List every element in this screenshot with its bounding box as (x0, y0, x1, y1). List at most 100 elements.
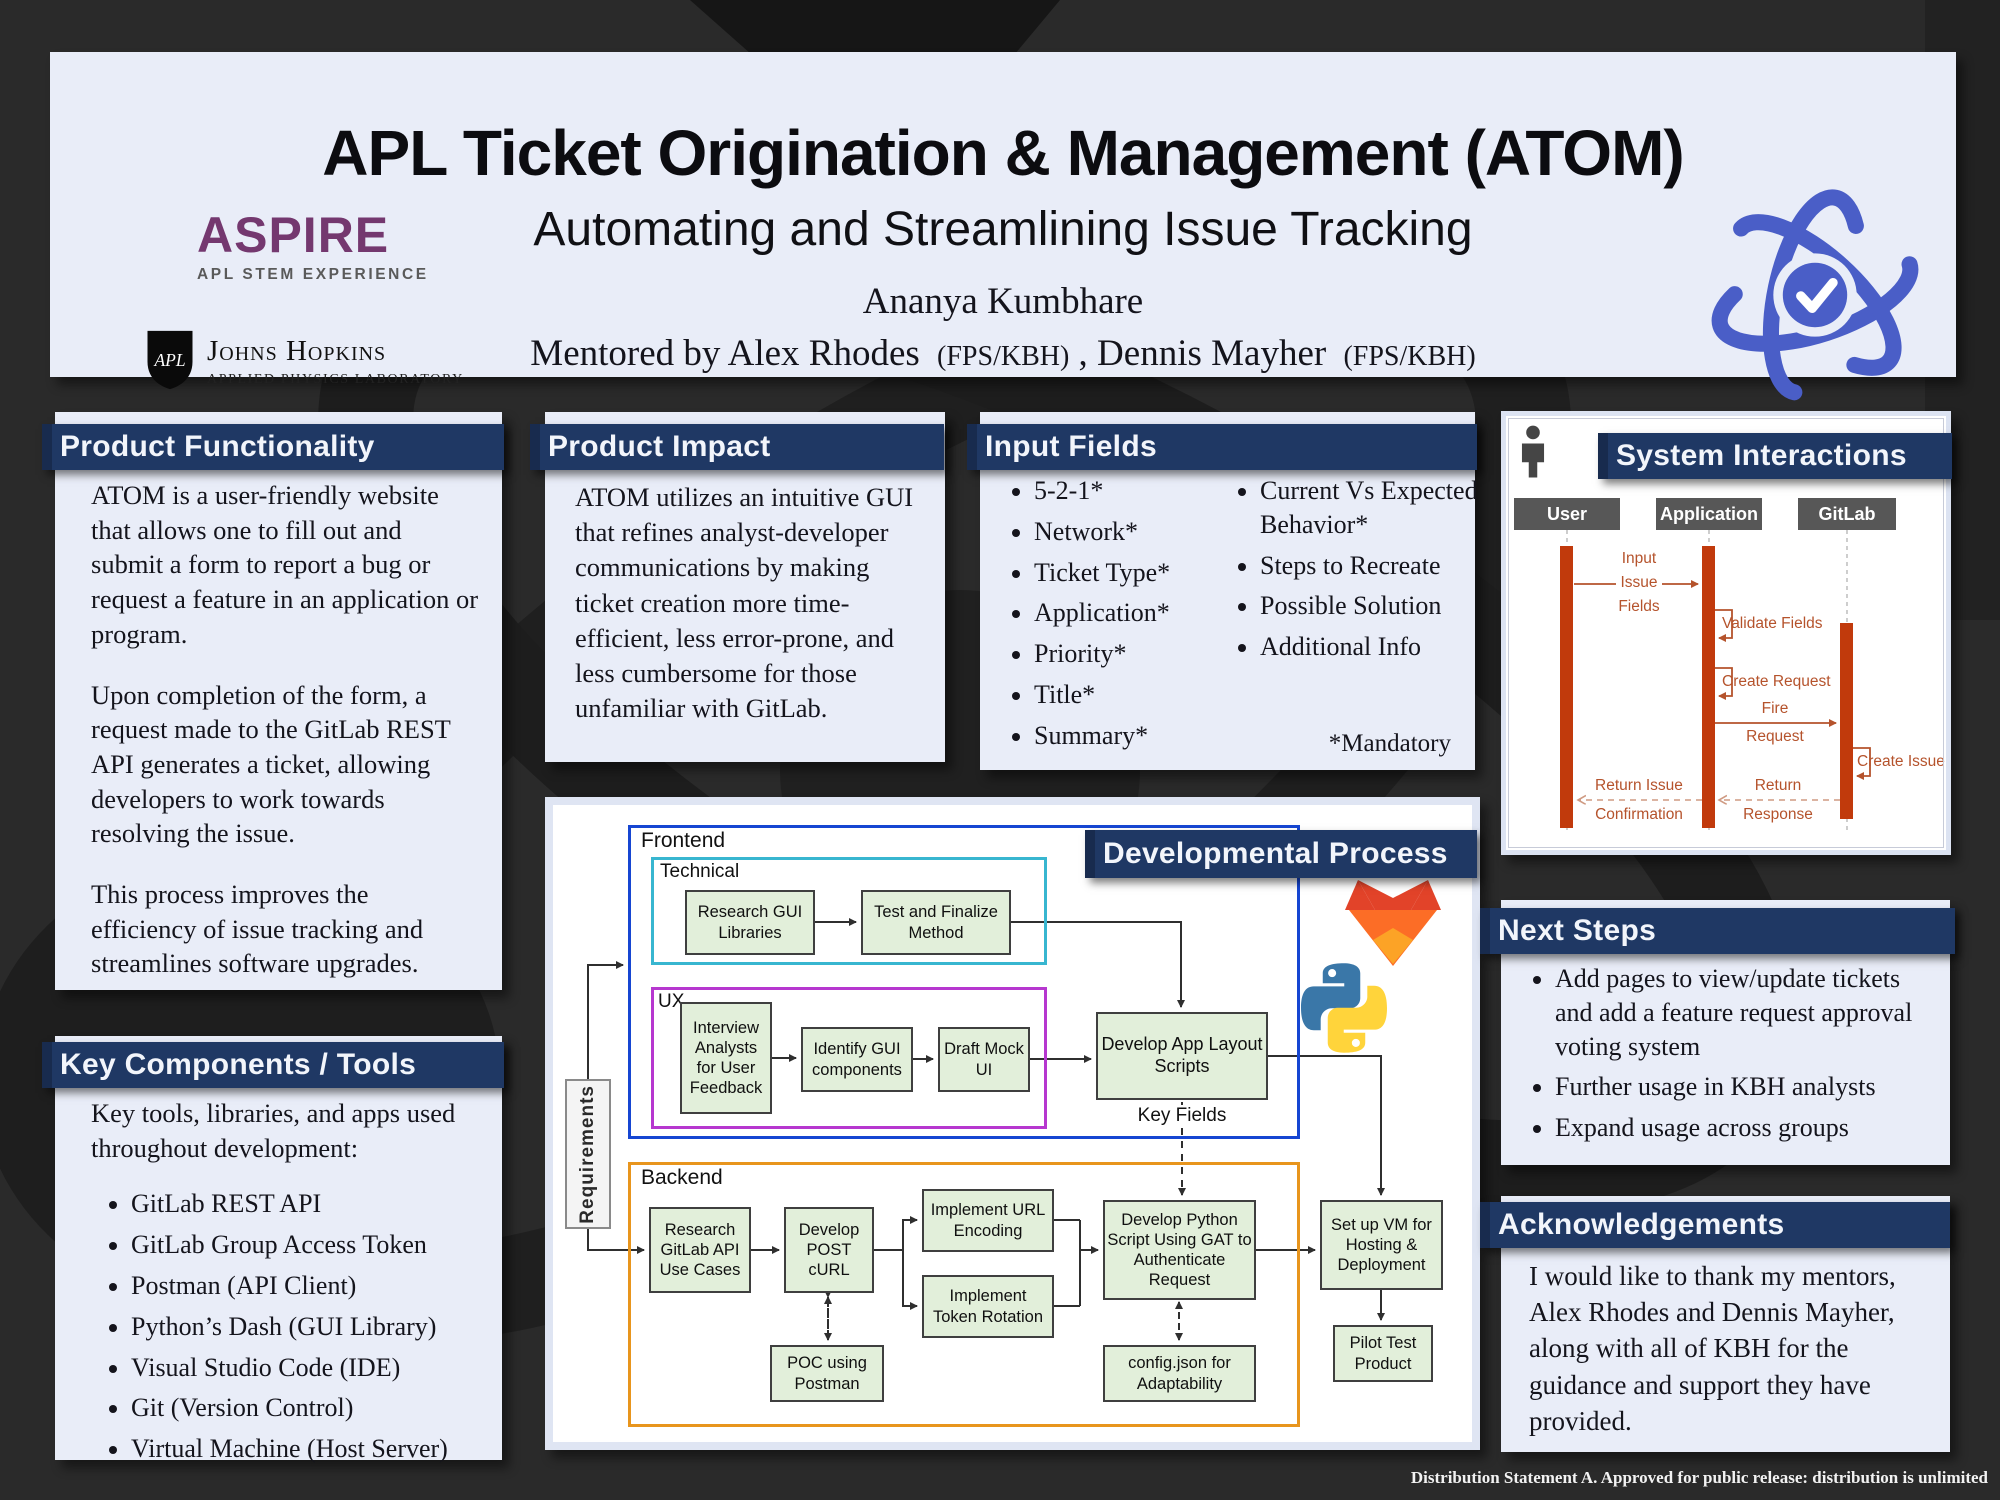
flow-box-research-gui-libraries: Research GUI Libraries (685, 890, 815, 955)
section-header-next-steps: Next Steps (1480, 908, 1955, 954)
activation-bar-gitlab (1840, 623, 1853, 819)
section-title: Acknowledgements (1498, 1208, 1785, 1241)
flow-box-develop-python-script: Develop Python Script Using GAT to Authe… (1103, 1200, 1256, 1300)
section-header-product-functionality: Product Functionality (42, 424, 504, 470)
list-item: Possible Solution (1260, 589, 1510, 623)
flow-box-research-gitlab-api: Research GitLab API Use Cases (649, 1207, 751, 1293)
input-fields-panel: 5-2-1* Network* Ticket Type* Application… (980, 412, 1478, 770)
list-item: Expand usage across groups (1555, 1111, 1938, 1145)
mentors-line: Mentored by Alex Rhodes (FPS/KBH) , Denn… (50, 332, 1956, 375)
msg-return-response-line1: Return (1754, 777, 1802, 794)
list-item: Git (Version Control) (131, 1391, 482, 1425)
msg-validate-fields: Validate Fields (1722, 615, 1823, 632)
flow-box-pilot-test: Pilot Test Product (1333, 1325, 1433, 1382)
aspire-logo-text: ASPIRE (197, 207, 390, 263)
gitlab-logo-icon (1345, 880, 1441, 966)
msg-return-response-line2: Response (1743, 806, 1813, 823)
section-header-acknowledgements: Acknowledgements (1480, 1202, 1950, 1248)
flow-box-draft-mock-ui: Draft Mock UI (938, 1027, 1030, 1092)
jhu-name-text: Johns Hopkins (207, 335, 387, 367)
msg-fire-line1: Fire (1761, 700, 1789, 717)
section-title: System Interactions (1616, 439, 1907, 472)
msg-return-confirm-line1: Return Issue (1595, 777, 1683, 794)
aspire-logo: ASPIRE APL STEM EXPERIENCE (197, 210, 429, 284)
list-item: Ticket Type* (1034, 556, 1249, 590)
list-item: Additional Info (1260, 630, 1510, 664)
pf-paragraph-3: This process improves the efficiency of … (91, 879, 424, 979)
python-logo-icon (1301, 963, 1387, 1053)
section-header-developmental-process: Developmental Process (1085, 830, 1477, 878)
msg-fire-line2: Request (1746, 728, 1804, 745)
list-item: Current Vs Expected Behavior* (1260, 474, 1510, 542)
actor-user: User (1514, 498, 1620, 530)
section-title: Key Components / Tools (60, 1048, 417, 1081)
list-item: Add pages to view/update tickets and add… (1555, 962, 1938, 1063)
mentors-text-1: Mentored by Alex Rhodes (530, 333, 920, 374)
list-item: GitLab Group Access Token (131, 1228, 482, 1262)
list-item: Virtual Machine (Host Server) (131, 1432, 482, 1466)
backend-label: Backend (641, 1166, 723, 1189)
list-item: GitLab REST API (131, 1187, 482, 1221)
input-fields-column-1: 5-2-1* Network* Ticket Type* Application… (994, 474, 1249, 760)
list-item: Summary* (1034, 719, 1249, 753)
list-item: Postman (API Client) (131, 1269, 482, 1303)
technical-label: Technical (660, 861, 740, 882)
poster-title: APL Ticket Origination & Management (ATO… (322, 117, 1684, 189)
list-item: Steps to Recreate (1260, 549, 1510, 583)
flow-box-identify-gui-components: Identify GUI components (801, 1027, 913, 1092)
acknowledgements-body: I would like to thank my mentors, Alex R… (1529, 1261, 1896, 1436)
pf-paragraph-1: ATOM is a user-friendly website that all… (91, 480, 479, 649)
backend-group-box: Backend (628, 1162, 1300, 1427)
flow-box-implement-url-encoding: Implement URL Encoding (922, 1189, 1054, 1252)
next-steps-list: Add pages to view/update tickets and add… (1515, 962, 1938, 1152)
msg-create-issue: Create Issue (1857, 753, 1945, 770)
flow-box-develop-post-curl: Develop POST cURL (784, 1207, 874, 1293)
section-header-product-impact: Product Impact (530, 424, 944, 470)
actor-application: Application (1656, 498, 1762, 530)
ux-group-box: UX (651, 987, 1047, 1129)
ux-label: UX (658, 991, 685, 1012)
frontend-group-box: Frontend (628, 825, 1300, 1139)
system-interactions-panel: User Application GitLab Input Issue Fiel… (1501, 411, 1951, 855)
input-fields-column-2: Current Vs Expected Behavior* Steps to R… (1220, 474, 1510, 671)
jhuapl-logo: APL Johns Hopkins APPLIED PHYSICS LABORA… (145, 328, 462, 397)
section-title: Next Steps (1498, 914, 1657, 947)
list-item: Priority* (1034, 637, 1249, 671)
key-components-body: Key tools, libraries, and apps used thro… (91, 1096, 482, 1473)
key-fields-label: Key Fields (1110, 1105, 1254, 1127)
header-panel: APL Ticket Origination & Management (ATO… (50, 52, 1956, 401)
developmental-process-panel: Frontend Technical UX Backend Requiremen… (545, 797, 1480, 1450)
flow-box-poc-postman: POC using Postman (770, 1345, 884, 1402)
section-title: Developmental Process (1103, 837, 1448, 870)
section-header-key-components: Key Components / Tools (42, 1042, 504, 1088)
requirements-box: Requirements (565, 1079, 611, 1229)
product-impact-body: ATOM utilizes an intuitive GUI that refi… (575, 482, 914, 724)
section-title: Product Impact (548, 430, 771, 463)
msg-return-confirm-line2: Confirmation (1595, 806, 1683, 823)
jhuapl-shield-icon: APL (147, 330, 193, 390)
flow-box-config-json: config.json for Adaptability (1103, 1345, 1256, 1402)
flow-box-setup-vm: Set up VM for Hosting & Deployment (1320, 1200, 1443, 1290)
kc-list: GitLab REST API GitLab Group Access Toke… (91, 1187, 482, 1466)
list-item: Application* (1034, 596, 1249, 630)
list-item: 5-2-1* (1034, 474, 1249, 508)
aspire-logo-tagline: APL STEM EXPERIENCE (197, 266, 429, 283)
list-item: Title* (1034, 678, 1249, 712)
svg-text:APL: APL (153, 350, 185, 370)
mentor1-org: (FPS/KBH) (937, 341, 1070, 372)
actor-gitlab: GitLab (1798, 498, 1896, 530)
list-item: Further usage in KBH analysts (1555, 1070, 1938, 1104)
section-title: Product Functionality (60, 430, 375, 463)
pf-paragraph-2: Upon completion of the form, a request m… (91, 679, 451, 849)
person-icon (1521, 425, 1545, 478)
list-item: Visual Studio Code (IDE) (131, 1351, 482, 1385)
msg-input-line2: Issue (1616, 574, 1662, 592)
jhu-sub-text: APPLIED PHYSICS LABORATORY (207, 371, 464, 387)
mentor2-org: (FPS/KBH) (1343, 341, 1476, 372)
product-functionality-panel: ATOM is a user-friendly website that all… (55, 412, 502, 990)
flow-connectors (587, 918, 1385, 1341)
section-header-input-fields: Input Fields (967, 424, 1477, 470)
msg-input-line1: Input (1621, 550, 1657, 567)
activation-bar-application (1702, 546, 1715, 828)
list-item: Network* (1034, 515, 1249, 549)
